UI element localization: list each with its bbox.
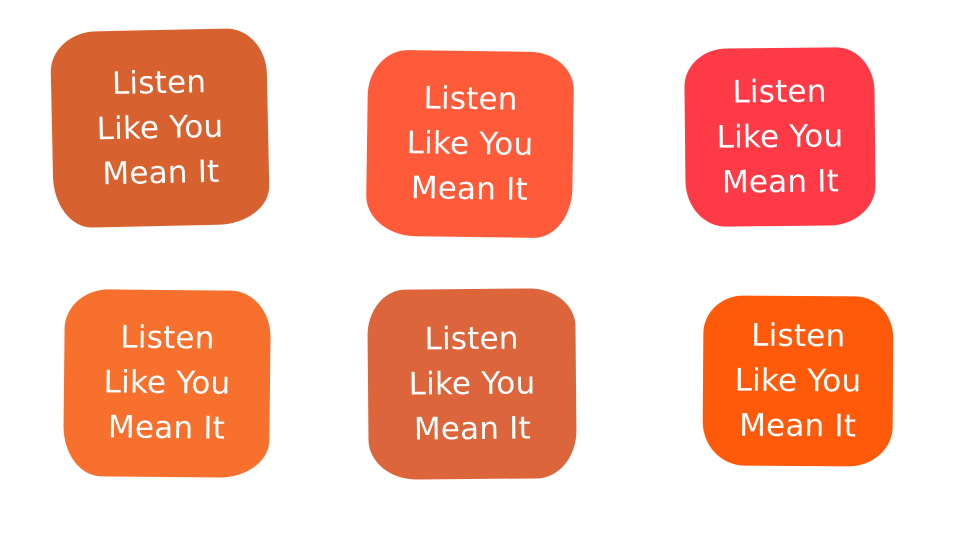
listen-tile-2: Listen Like You Mean It	[365, 49, 575, 239]
tile-line-2: Like You	[103, 364, 231, 402]
tile-line-1: Listen	[751, 317, 846, 354]
listen-tile-4: Listen Like You Mean It	[63, 288, 271, 479]
listen-tile-6: Listen Like You Mean It	[702, 295, 894, 467]
tile-line-3: Mean It	[107, 409, 226, 447]
tile-label: Listen Like You Mean It	[103, 315, 231, 451]
tile-line-2: Like You	[408, 364, 536, 403]
tile-line-3: Mean It	[413, 409, 532, 448]
tile-line-3: Mean It	[102, 153, 220, 192]
tile-line-3: Mean It	[410, 169, 529, 208]
tile-line-3: Mean It	[721, 162, 840, 201]
tile-line-2: Like You	[96, 108, 224, 147]
tile-label: Listen Like You Mean It	[734, 313, 862, 449]
tile-line-2: Like You	[406, 124, 534, 163]
tile-line-2: Like You	[734, 362, 862, 399]
tile-line-3: Mean It	[739, 407, 857, 444]
tile-line-1: Listen	[424, 320, 519, 357]
listen-tile-5: Listen Like You Mean It	[367, 288, 577, 480]
tile-label: Listen Like You Mean It	[406, 76, 535, 213]
listen-tile-1: Listen Like You Mean It	[49, 27, 271, 229]
tile-line-1: Listen	[423, 79, 518, 118]
tile-line-2: Like You	[716, 117, 844, 156]
tile-line-1: Listen	[111, 63, 207, 102]
tile-label: Listen Like You Mean It	[716, 69, 844, 205]
tile-line-1: Listen	[120, 319, 215, 357]
tile-label: Listen Like You Mean It	[408, 316, 536, 452]
tile-label: Listen Like You Mean It	[95, 59, 225, 197]
listen-tile-3: Listen Like You Mean It	[684, 47, 876, 227]
tile-line-1: Listen	[732, 73, 827, 110]
